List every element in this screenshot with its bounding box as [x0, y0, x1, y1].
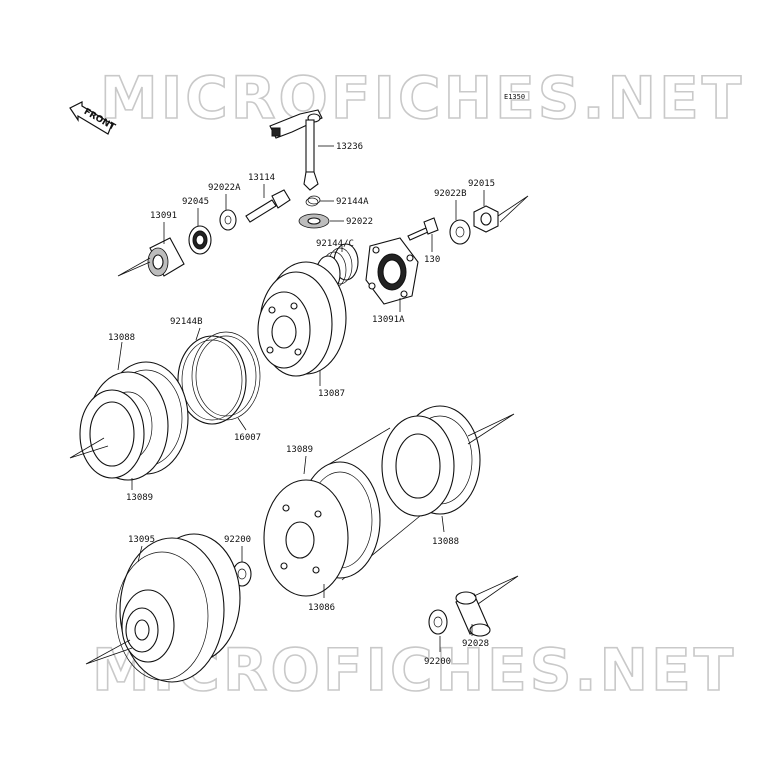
- label-92144c: 92144/C: [316, 239, 354, 249]
- label-13089a: 13089: [126, 493, 153, 503]
- label-92022b: 92022B: [434, 189, 467, 199]
- leader-13088b: [303, 455, 307, 475]
- clutch-hub-13087: [257, 261, 347, 377]
- diagram-code: E1350: [504, 93, 525, 101]
- label-13087: 13087: [318, 389, 345, 399]
- leader-13091-arrow: [117, 257, 151, 277]
- leader-13089b: [441, 515, 445, 533]
- label-13095: 13095: [128, 535, 155, 545]
- label-13091a: 13091A: [372, 315, 405, 325]
- label-13086: 13086: [308, 603, 335, 613]
- friction-plate-13088-left: [79, 361, 189, 481]
- washer-92022a: [219, 209, 237, 231]
- leader-92028-arrow: [473, 575, 519, 605]
- label-13236: 13236: [336, 142, 363, 152]
- spring-92144a: [305, 195, 321, 207]
- label-92015: 92015: [468, 179, 495, 189]
- washer-92022: [298, 213, 330, 229]
- label-92200a: 92200: [224, 535, 251, 545]
- washer-92022b: [449, 219, 471, 245]
- leader-13089b-arrow: [467, 413, 515, 445]
- label-13089b: 13088: [432, 537, 459, 547]
- pressure-plate-13086: [263, 461, 381, 597]
- leader-13089a-arrow: [69, 437, 109, 459]
- label-92144b: 92144B: [170, 317, 203, 327]
- label-13091: 13091: [150, 211, 177, 221]
- leader-16007: [237, 417, 247, 431]
- push-rod-13114: [245, 189, 291, 223]
- collar-92028: [455, 591, 491, 637]
- label-13114: 13114: [248, 173, 275, 183]
- label-92028: 92028: [462, 639, 489, 649]
- label-92144a: 92144A: [336, 197, 369, 207]
- bearing-92045: [188, 225, 212, 255]
- tangent-line-top: [325, 427, 391, 467]
- label-92200b: 92200: [424, 657, 451, 667]
- clutch-housing-13095: [115, 533, 241, 683]
- label-92045: 92045: [182, 197, 209, 207]
- spring-holder-13091a: [365, 237, 419, 305]
- label-130: 130: [424, 255, 440, 265]
- label-16007: 16007: [234, 433, 261, 443]
- leader-92015-arrow: [497, 195, 529, 223]
- nut-92015: [473, 205, 499, 233]
- leader-92144b: [195, 327, 201, 341]
- label-92022a: 92022A: [208, 183, 241, 193]
- release-shaft-13236: [269, 109, 323, 191]
- ring-16007: [177, 331, 261, 425]
- label-92022: 92022: [346, 217, 373, 227]
- plates-13089-right: [381, 405, 481, 517]
- bolt-130: [407, 217, 439, 241]
- watermark-top: MICROFICHES.NET: [100, 64, 744, 132]
- label-13088b: 13089: [286, 445, 313, 455]
- label-13088a: 13088: [108, 333, 135, 343]
- leader-13095-arrow: [85, 639, 133, 665]
- washer-92200-lower: [428, 609, 448, 635]
- leader-13088a: [117, 341, 123, 371]
- leader-13095: [137, 545, 143, 563]
- bearing-holder-13091: [147, 237, 185, 277]
